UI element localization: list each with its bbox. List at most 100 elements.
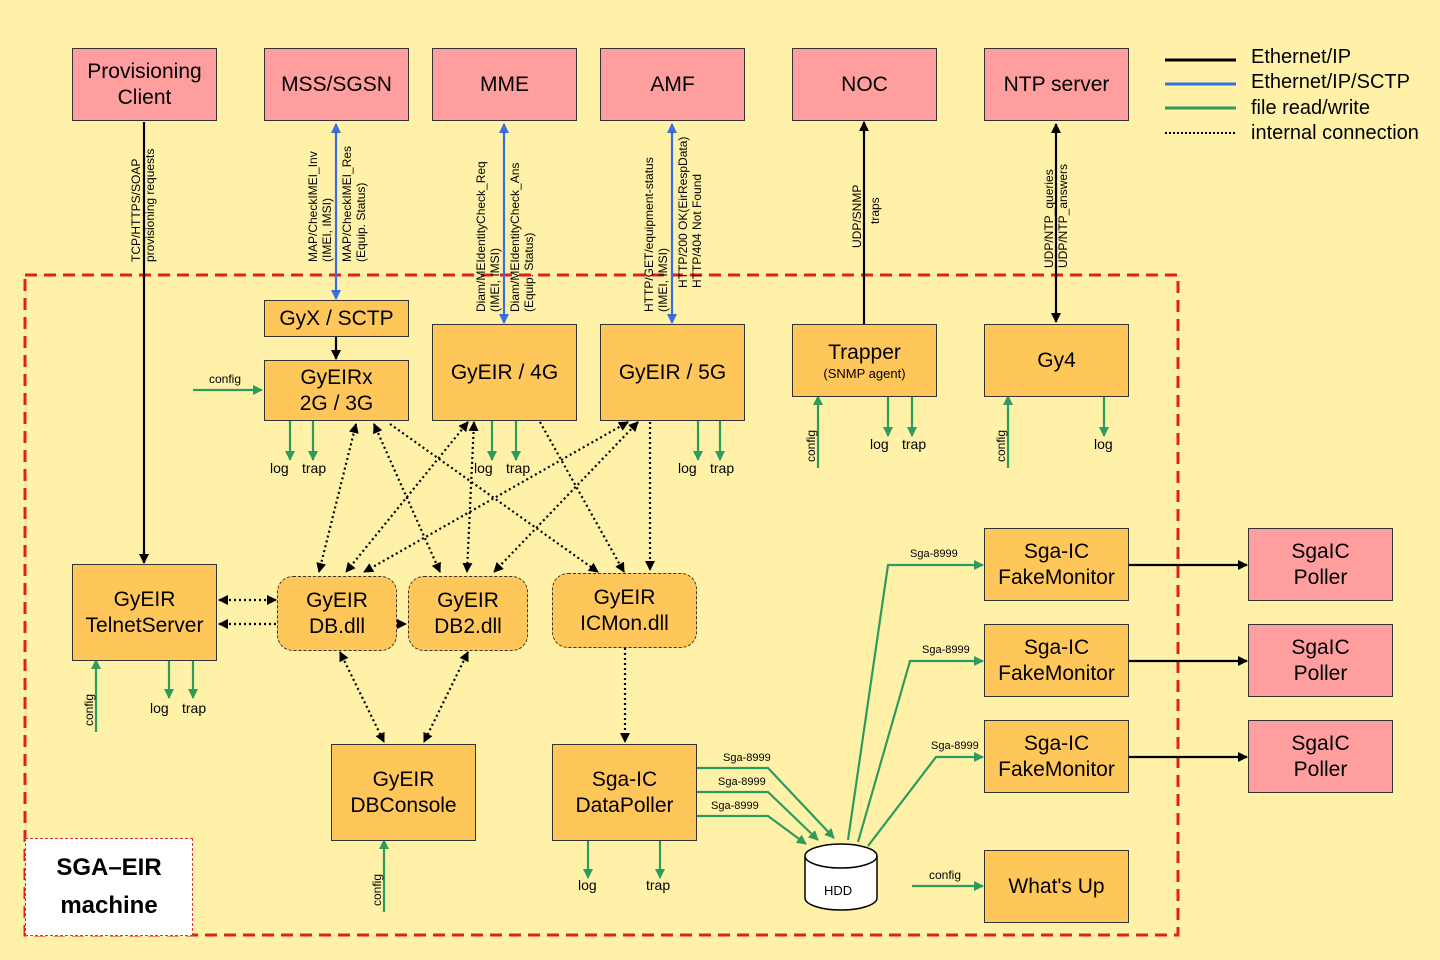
- log-label: log: [150, 700, 169, 716]
- config-label: config: [994, 429, 1008, 462]
- gyeir-db-dll: GyEIR DB.dll: [277, 576, 397, 651]
- config-label: config: [370, 873, 384, 906]
- gyx-label: GyX / SCTP: [279, 306, 394, 330]
- datapoller-line2: DataPoller: [575, 793, 674, 817]
- mme-link-label-right: Diam/MEIdentityCheck_Ans(Equip. Status): [508, 162, 536, 312]
- fake-line1: Sga-IC: [1023, 539, 1090, 563]
- sgaic-poller-2: SgaIC Poller: [1248, 624, 1393, 697]
- trap-label: trap: [182, 700, 207, 716]
- ntp-label: NTP server: [1003, 72, 1110, 96]
- sga-8999-label: Sga-8999: [931, 740, 979, 752]
- poller-line1: SgaIC: [1291, 731, 1350, 755]
- gyx-sctp: GyX / SCTP: [264, 300, 409, 337]
- mss-sgsn: MSS/SGSN: [264, 48, 409, 121]
- mme-link-label-left: Diam/MEIdentityCheck_Req(IMEI, IMSI): [474, 161, 502, 312]
- sgaic-poller-1: SgaIC Poller: [1248, 528, 1393, 601]
- db-line1: GyEIR: [306, 588, 368, 612]
- gyeirx-2g3g: GyEIRx 2G / 3G: [264, 360, 409, 421]
- gyeir-5g-label: GyEIR / 5G: [618, 360, 727, 384]
- mme: MME: [432, 48, 577, 121]
- mss-link-label-left: MAP/CheckIMEI_Inv(IMEI, IMSI): [306, 151, 334, 262]
- config-label: config: [804, 429, 818, 462]
- config-label: config: [82, 693, 96, 726]
- gyeirx-line2: 2G / 3G: [299, 391, 374, 415]
- hdd-icon: [804, 843, 878, 911]
- gyeir-dbconsole: GyEIR DBConsole: [331, 744, 476, 841]
- mss-link-label-right: MAP/CheckIMEI_Res(Equip. Status): [340, 145, 368, 262]
- sga-8999-label: Sga-8999: [922, 644, 970, 656]
- sga-8999-label: Sga-8999: [910, 548, 958, 560]
- telnet-line1: GyEIR: [113, 587, 176, 611]
- icmon-line1: GyEIR: [593, 585, 656, 609]
- trap-label: trap: [646, 877, 671, 893]
- sga-8999-label: Sga-8999: [723, 752, 771, 764]
- poller-line2: Poller: [1293, 661, 1348, 685]
- legend-ethernet: Ethernet/IP: [1251, 46, 1352, 68]
- provisioning-line2: Client: [117, 85, 172, 109]
- noc: NOC: [792, 48, 937, 121]
- gyeir-5g: GyEIR / 5G: [600, 324, 745, 421]
- whats-up-label: What's Up: [1008, 874, 1105, 898]
- legend-internal: internal connection: [1251, 122, 1419, 144]
- hdd-label: HDD: [824, 883, 853, 898]
- dbconsole-line2: DBConsole: [350, 793, 457, 817]
- db2-line2: DB2.dll: [434, 614, 502, 638]
- poller-line2: Poller: [1293, 565, 1348, 589]
- gyeir-icmon-dll: GyEIR ICMon.dll: [552, 573, 697, 648]
- trap-label: trap: [710, 460, 735, 476]
- fake-line2: FakeMonitor: [998, 661, 1115, 685]
- mss-label: MSS/SGSN: [281, 72, 392, 96]
- trap-label: trap: [302, 460, 327, 476]
- gy4: Gy4: [984, 324, 1129, 397]
- log-label: log: [678, 460, 697, 476]
- fake-line2: FakeMonitor: [998, 565, 1115, 589]
- mme-label: MME: [480, 72, 529, 96]
- poller-line2: Poller: [1293, 757, 1348, 781]
- gyeir-4g-label: GyEIR / 4G: [450, 360, 559, 384]
- provisioning-line1: Provisioning: [87, 59, 202, 83]
- gy4-label: Gy4: [1037, 348, 1076, 372]
- config-label: config: [929, 868, 962, 882]
- whats-up: What's Up: [984, 850, 1129, 923]
- gyeir-4g: GyEIR / 4G: [432, 324, 577, 421]
- trap-label: trap: [506, 460, 531, 476]
- trapper-label: Trapper: [828, 340, 901, 364]
- log-label: log: [474, 460, 493, 476]
- machine-label: SGA–EIR machine: [25, 838, 193, 936]
- fake-line1: Sga-IC: [1023, 731, 1090, 755]
- db-line2: DB.dll: [308, 614, 366, 638]
- legend-file: file read/write: [1251, 97, 1370, 119]
- gyeir-telnetserver: GyEIR TelnetServer: [72, 564, 217, 661]
- amf: AMF: [600, 48, 745, 121]
- fake-line1: Sga-IC: [1023, 635, 1090, 659]
- poller-line1: SgaIC: [1291, 539, 1350, 563]
- trap-label: trap: [902, 436, 927, 452]
- noc-link-label-b: traps: [868, 197, 882, 224]
- provisioning-client: Provisioning Client: [72, 48, 217, 121]
- telnet-line2: TelnetServer: [85, 613, 204, 637]
- machine-line1: SGA–EIR: [56, 854, 162, 881]
- sgaic-fakemonitor-3: Sga-IC FakeMonitor: [984, 720, 1129, 793]
- amf-label: AMF: [650, 72, 695, 96]
- ntp-server: NTP server: [984, 48, 1129, 121]
- config-label: config: [209, 372, 242, 386]
- machine-line2: machine: [60, 892, 158, 919]
- sgaic-datapoller: Sga-IC DataPoller: [552, 744, 697, 841]
- sga-8999-label: Sga-8999: [711, 800, 759, 812]
- amf-link-label-right: HTTP/200 OK(EirRespData)HTTP/404 Not Fou…: [676, 136, 704, 288]
- db2-line1: GyEIR: [437, 588, 499, 612]
- machine-boundary: [23, 273, 1180, 937]
- dbconsole-line1: GyEIR: [372, 767, 435, 791]
- log-label: log: [870, 436, 889, 452]
- trapper: Trapper (SNMP agent): [792, 324, 937, 397]
- gyeirx-line1: GyEIRx: [300, 365, 373, 389]
- datapoller-line1: Sga-IC: [591, 767, 658, 791]
- sgaic-poller-3: SgaIC Poller: [1248, 720, 1393, 793]
- amf-link-label-left: HTTP/GET/equipment-status(IMEI, IMSI): [642, 157, 670, 312]
- poller-line1: SgaIC: [1291, 635, 1350, 659]
- sgaic-fakemonitor-2: Sga-IC FakeMonitor: [984, 624, 1129, 697]
- log-label: log: [270, 460, 289, 476]
